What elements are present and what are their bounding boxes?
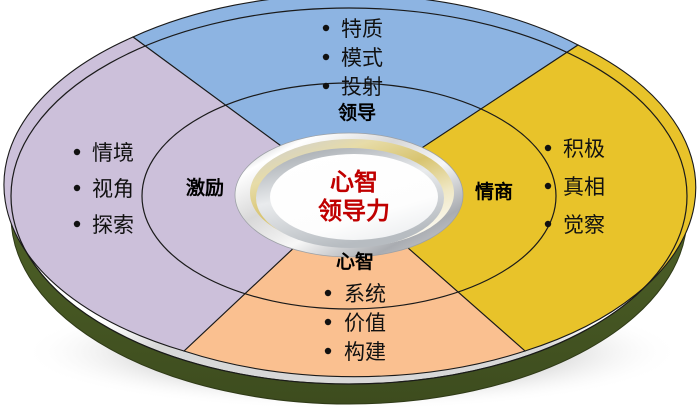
core-face	[270, 154, 438, 240]
bullet-marker	[544, 144, 552, 152]
bullet-item: 探索	[92, 213, 134, 237]
bullet-item: 真相	[563, 175, 605, 199]
bullet-group-emotional-intelligence: 积极 真相 觉察	[544, 137, 605, 237]
quadrant-leadership[interactable]	[131, 0, 580, 197]
bullet-marker	[324, 289, 332, 297]
bullet-group-motivation: 情境 视角 探索	[73, 141, 134, 237]
core-title-line2: 领导力	[318, 197, 390, 225]
bullet-marker	[322, 24, 330, 32]
bullet-item: 积极	[563, 137, 605, 161]
bullet-group-leadership: 特质 模式 投射	[322, 17, 383, 99]
bullet-marker	[324, 318, 332, 326]
bullet-item: 情境	[92, 141, 134, 165]
bullet-item: 视角	[92, 177, 134, 201]
bullet-marker	[544, 182, 552, 190]
bullet-item: 构建	[344, 340, 386, 364]
bullet-group-mind: 系统 价值 构建	[324, 282, 386, 364]
bullet-item: 觉察	[563, 213, 605, 237]
quadrant-mind[interactable]	[182, 195, 527, 378]
bullet-item: 系统	[344, 282, 386, 306]
quadrant-motivation[interactable]	[3, 36, 350, 352]
quadrant-label-motivation: 激励	[186, 176, 224, 199]
bullet-marker	[544, 220, 552, 228]
bullet-marker	[322, 82, 330, 90]
quadrant-label-leadership: 领导	[338, 101, 376, 124]
bullet-marker	[73, 148, 81, 156]
bullet-item: 特质	[341, 17, 383, 41]
bullet-marker	[73, 184, 81, 192]
quadrant-emotional-intelligence[interactable]	[348, 44, 697, 352]
bullet-marker	[322, 53, 330, 61]
bullet-marker	[73, 220, 81, 228]
bullet-item: 投射	[341, 75, 383, 99]
quadrant-label-mind: 心智	[336, 250, 374, 273]
inner-band-divider	[141, 82, 557, 310]
quadrant-label-emotional-intelligence: 情商	[475, 180, 513, 203]
disc-top-outline	[10, 7, 688, 385]
bullet-marker	[324, 347, 332, 355]
core-title-line1: 心智	[330, 168, 378, 196]
bullet-item: 模式	[341, 46, 383, 70]
bullet-item: 价值	[344, 311, 386, 335]
